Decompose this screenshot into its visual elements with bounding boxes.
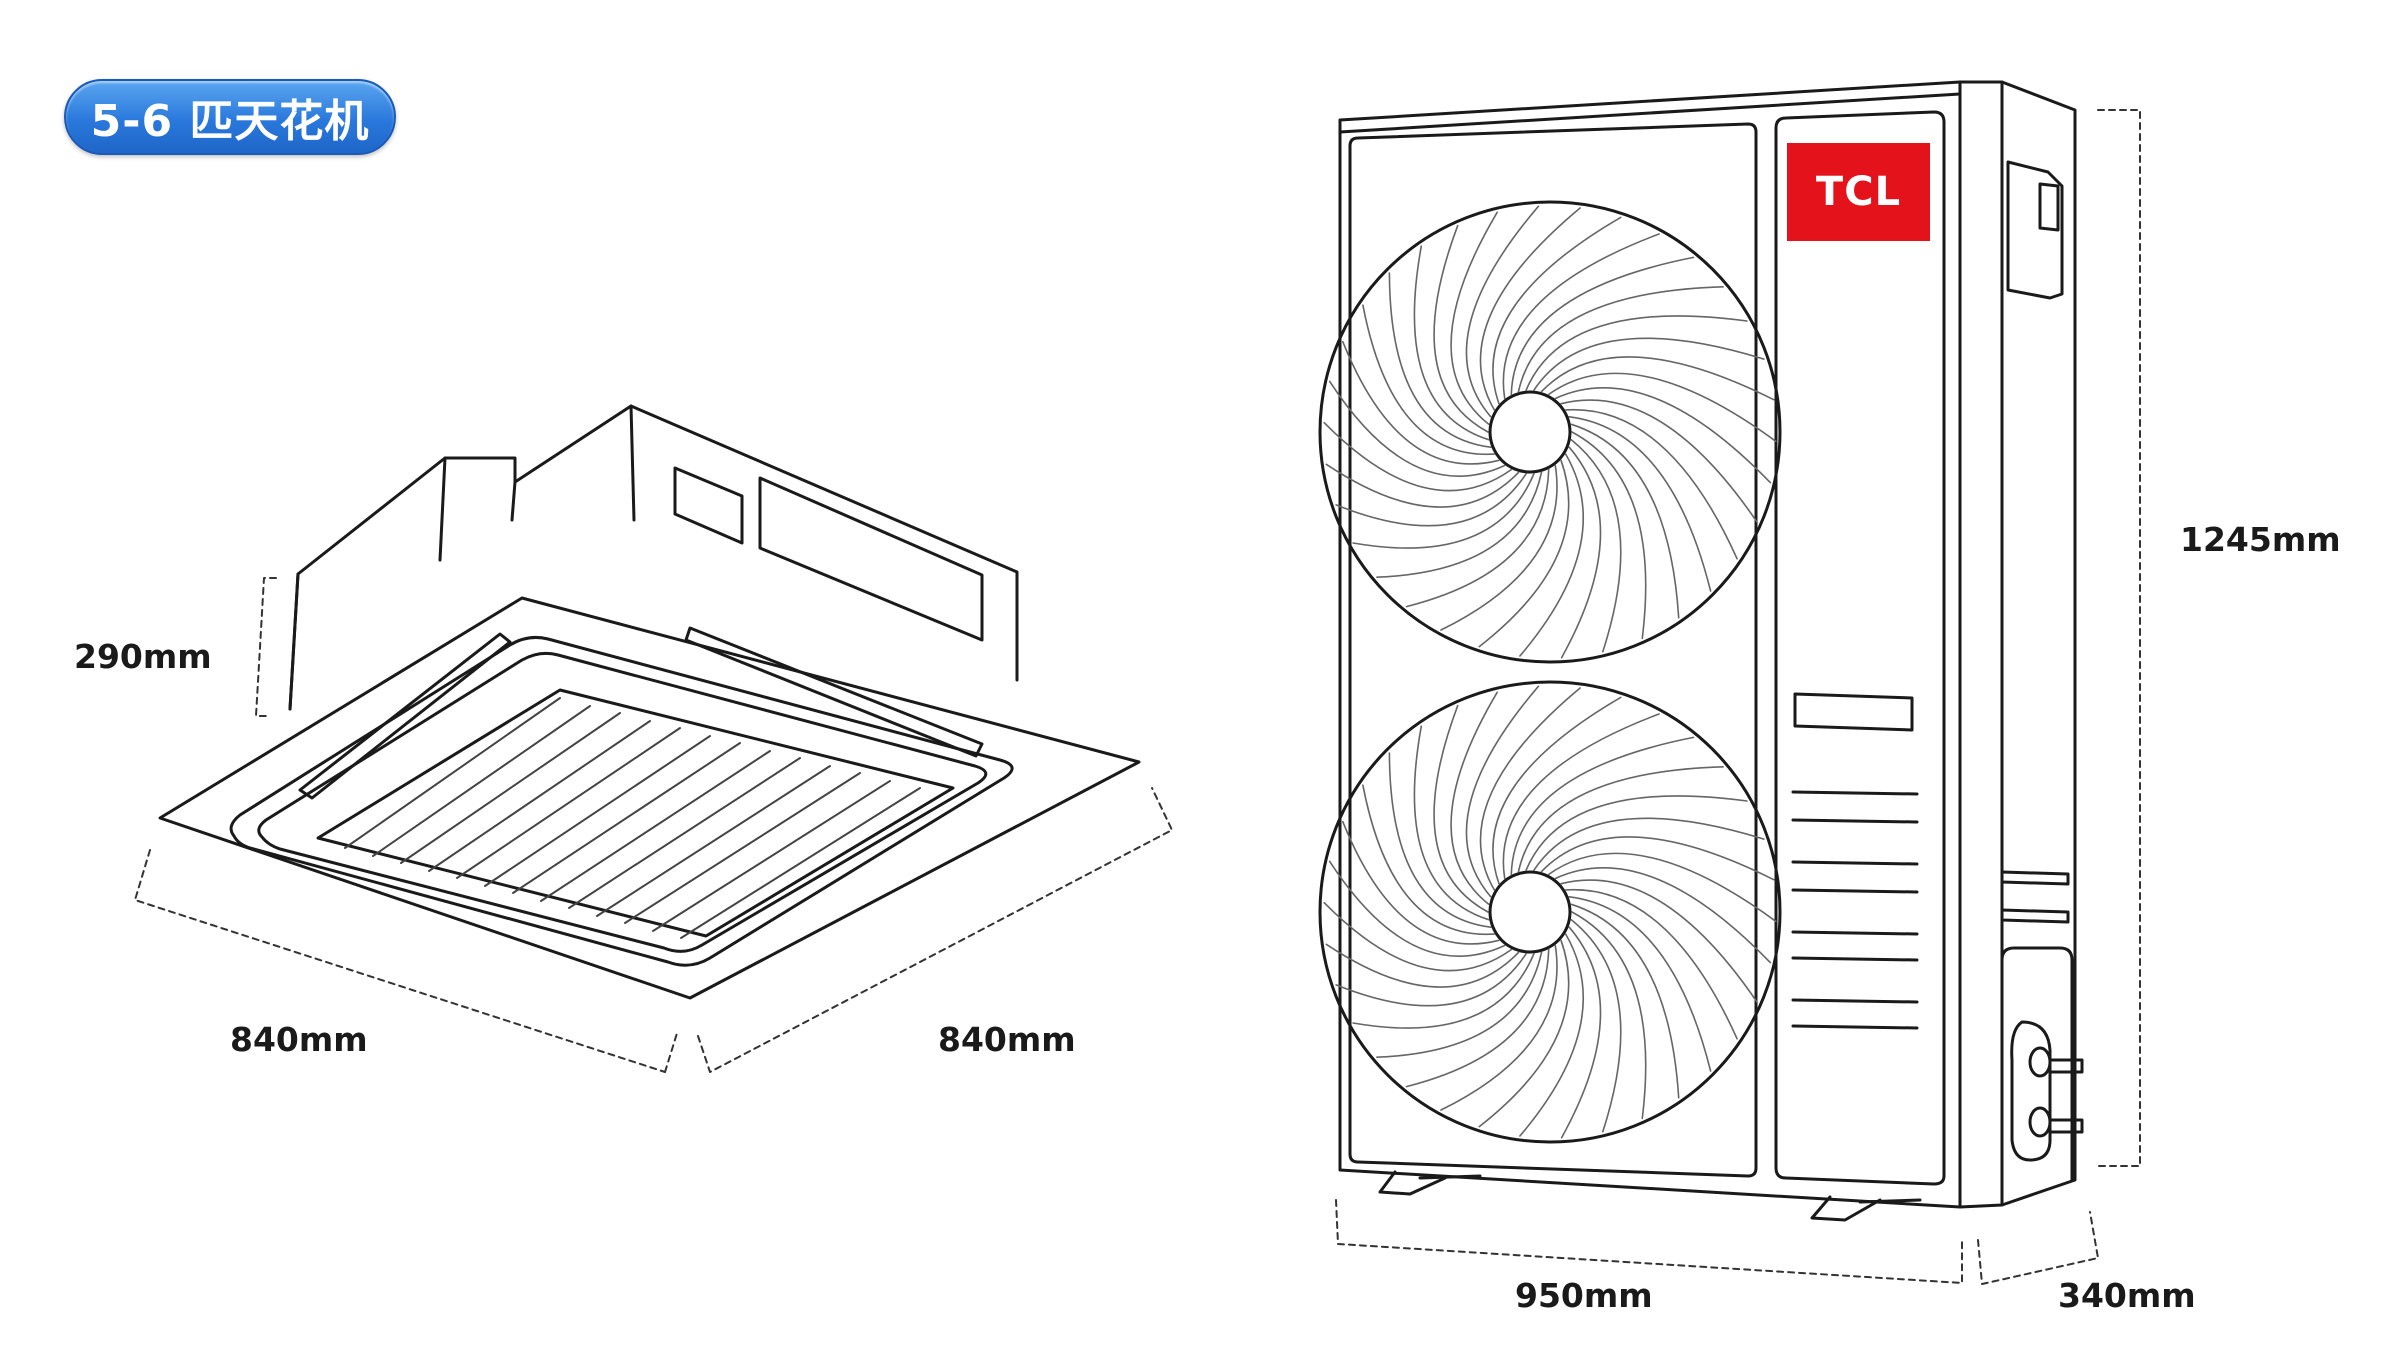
fan-blade-line (1560, 399, 1758, 524)
fan-blade-line (1540, 356, 1775, 401)
fan-blade-line (1571, 431, 1647, 640)
fan-upper-hub-icon (1488, 390, 1572, 474)
fan-blade-line (1492, 216, 1622, 405)
fan-blade-line (1376, 471, 1543, 578)
fan-blade-line (1342, 340, 1500, 465)
fan-blade-line (1519, 453, 1584, 657)
fan-blade-line (1560, 926, 1602, 1139)
brand-logo-text: TCL (1815, 169, 1902, 215)
fan-blade-line (1352, 953, 1535, 1029)
cassette-unit-drawing (158, 404, 1141, 1000)
fan-blade-line (1502, 233, 1660, 400)
fan-blade-line (1479, 687, 1581, 891)
fan-blade-line (1517, 286, 1724, 393)
fan-blade-line (1568, 896, 1712, 1072)
cassette-dimension-lines (134, 577, 1173, 1073)
fan-blade-line (1554, 867, 1772, 964)
cassette-height-label: 290mm (74, 637, 212, 676)
fan-blade-line (1335, 953, 1527, 1007)
fan-blade-line (1362, 304, 1496, 456)
fan-blade-line (1388, 272, 1492, 448)
fan-lower-icon (1318, 680, 1782, 1144)
fan-blade-line (1440, 944, 1558, 1111)
fan-blade-line (1525, 315, 1748, 391)
fan-blade-line (1570, 918, 1622, 1133)
fan-blade-line (1570, 903, 1680, 1099)
fan-blade-line (1362, 784, 1496, 936)
fan-blade-line (1510, 256, 1695, 396)
fan-blade-line (1433, 704, 1489, 913)
fan-blade-line (1525, 795, 1748, 871)
fan-blade-line (1570, 438, 1622, 653)
fan-blade-line (1328, 380, 1506, 478)
fan-blade-line (1492, 696, 1622, 885)
fan-blade-line (1323, 421, 1513, 492)
fan-blade-line (1560, 446, 1602, 659)
fan-blade-line (1440, 464, 1558, 631)
fan-blade-line (1533, 817, 1765, 871)
fan-blade-line (1478, 939, 1570, 1128)
outdoor-width-label: 950mm (1515, 1276, 1653, 1315)
fan-blade-line (1510, 736, 1695, 876)
brand-logo: TCL (1787, 143, 1930, 241)
fan-blade-line (1433, 224, 1489, 433)
cassette-length-label: 840mm (230, 1020, 368, 1059)
fan-blade-line (1465, 205, 1540, 418)
fan-blade-line (1519, 933, 1584, 1137)
fan-blade-line (1479, 207, 1581, 411)
fan-blade-line (1450, 211, 1498, 426)
fan-blade-line (1564, 408, 1738, 560)
fan-blade-line (1517, 766, 1724, 873)
model-badge: 5-6 匹天花机 (64, 79, 396, 155)
fan-blade-line (1450, 691, 1498, 906)
outdoor-depth-label: 340mm (2058, 1276, 2196, 1315)
fan-blade-line (1554, 387, 1772, 484)
fan-blade-line (1568, 416, 1712, 592)
fan-blade-line (1560, 879, 1758, 1004)
fan-blade-line (1547, 852, 1777, 923)
fan-blade-line (1540, 836, 1775, 881)
fan-blade-line (1325, 943, 1520, 988)
fan-blade-line (1325, 463, 1520, 508)
fan-blade-line (1502, 713, 1660, 880)
outdoor-unit-drawing (1338, 80, 2084, 1222)
fan-blade-line (1376, 951, 1543, 1058)
fan-lower-hub-icon (1488, 870, 1572, 954)
fan-blade-line (1564, 888, 1738, 1040)
fan-blade-line (1413, 245, 1490, 441)
outdoor-fans (1318, 200, 1782, 1144)
fan-blade-line (1405, 948, 1550, 1088)
outdoor-dimension-lines (1335, 109, 2141, 1285)
fan-blade-lines (1323, 205, 1777, 1139)
outdoor-height-label: 1245mm (2180, 520, 2341, 559)
cassette-width-label: 840mm (938, 1020, 1076, 1059)
fan-blade-line (1571, 911, 1647, 1120)
fan-blade-line (1570, 423, 1680, 619)
fan-blade-line (1323, 901, 1513, 972)
fan-blade-line (1547, 372, 1777, 443)
fan-blade-line (1352, 473, 1535, 549)
fan-blade-line (1413, 725, 1490, 921)
fan-blade-line (1465, 685, 1540, 898)
fan-blade-line (1405, 468, 1550, 608)
fan-blade-line (1335, 473, 1527, 527)
fan-blade-line (1388, 752, 1492, 928)
fan-blade-line (1342, 820, 1500, 945)
cassette-grille-lines (344, 697, 921, 939)
fan-blade-line (1478, 459, 1570, 648)
model-badge-label: 5-6 匹天花机 (90, 96, 370, 147)
fan-upper-icon (1318, 200, 1782, 664)
fan-blade-line (1533, 337, 1765, 391)
fan-blade-line (1328, 860, 1506, 958)
